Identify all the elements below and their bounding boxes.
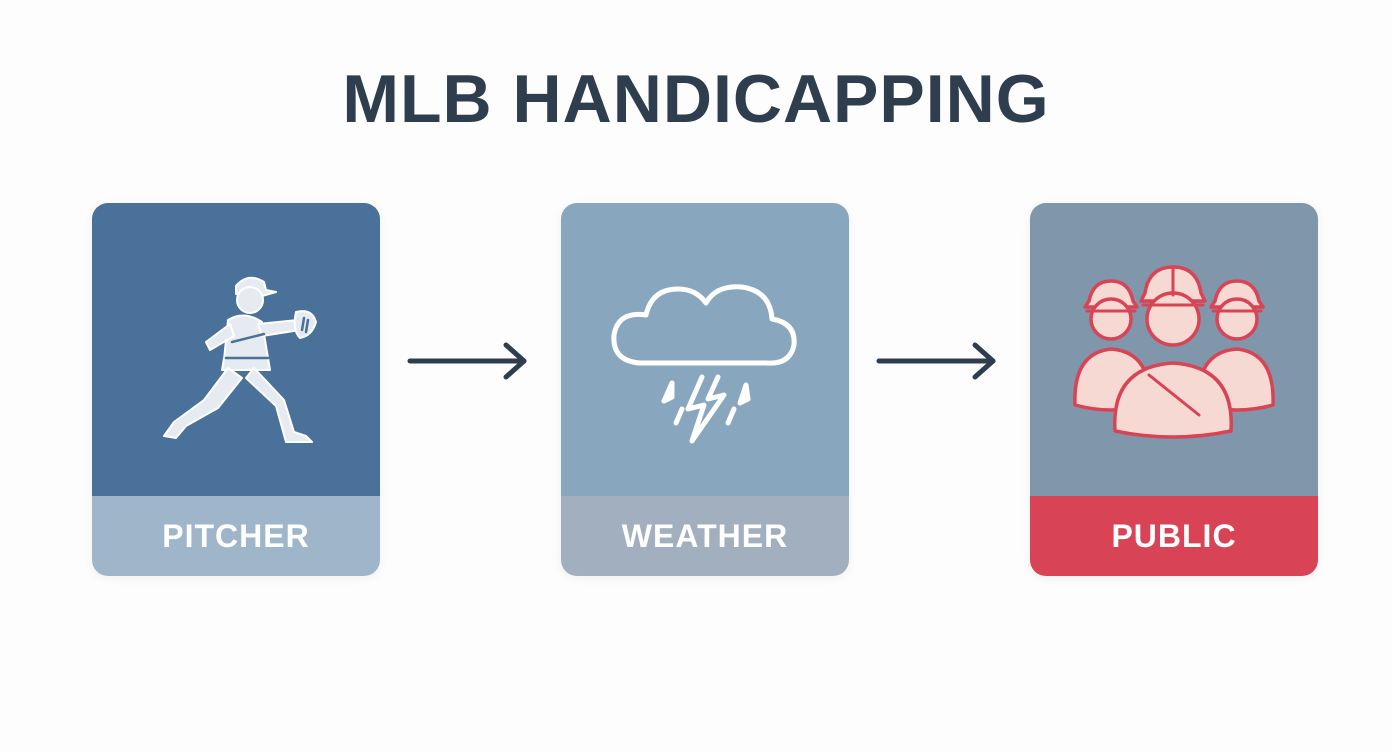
- step-card-weather-icon-area: [561, 203, 849, 496]
- step-card-pitcher-icon-area: [92, 203, 380, 496]
- step-label-pitcher: PITCHER: [92, 496, 380, 576]
- step-card-pitcher: PITCHER: [92, 203, 380, 576]
- arrow-right-icon: [407, 342, 527, 380]
- storm-cloud-icon: [611, 283, 797, 443]
- step-card-weather: WEATHER: [561, 203, 849, 576]
- step-label-public: PUBLIC: [1030, 496, 1318, 576]
- crowd-icon: [1073, 264, 1275, 439]
- step-card-public-icon-area: [1030, 203, 1318, 496]
- arrow-right-icon: [876, 342, 996, 380]
- step-label-weather: WEATHER: [561, 496, 849, 576]
- diagram-title: MLB HANDICAPPING: [342, 61, 1050, 137]
- baseball-pitcher-icon: [163, 276, 317, 443]
- step-card-public: PUBLIC: [1030, 203, 1318, 576]
